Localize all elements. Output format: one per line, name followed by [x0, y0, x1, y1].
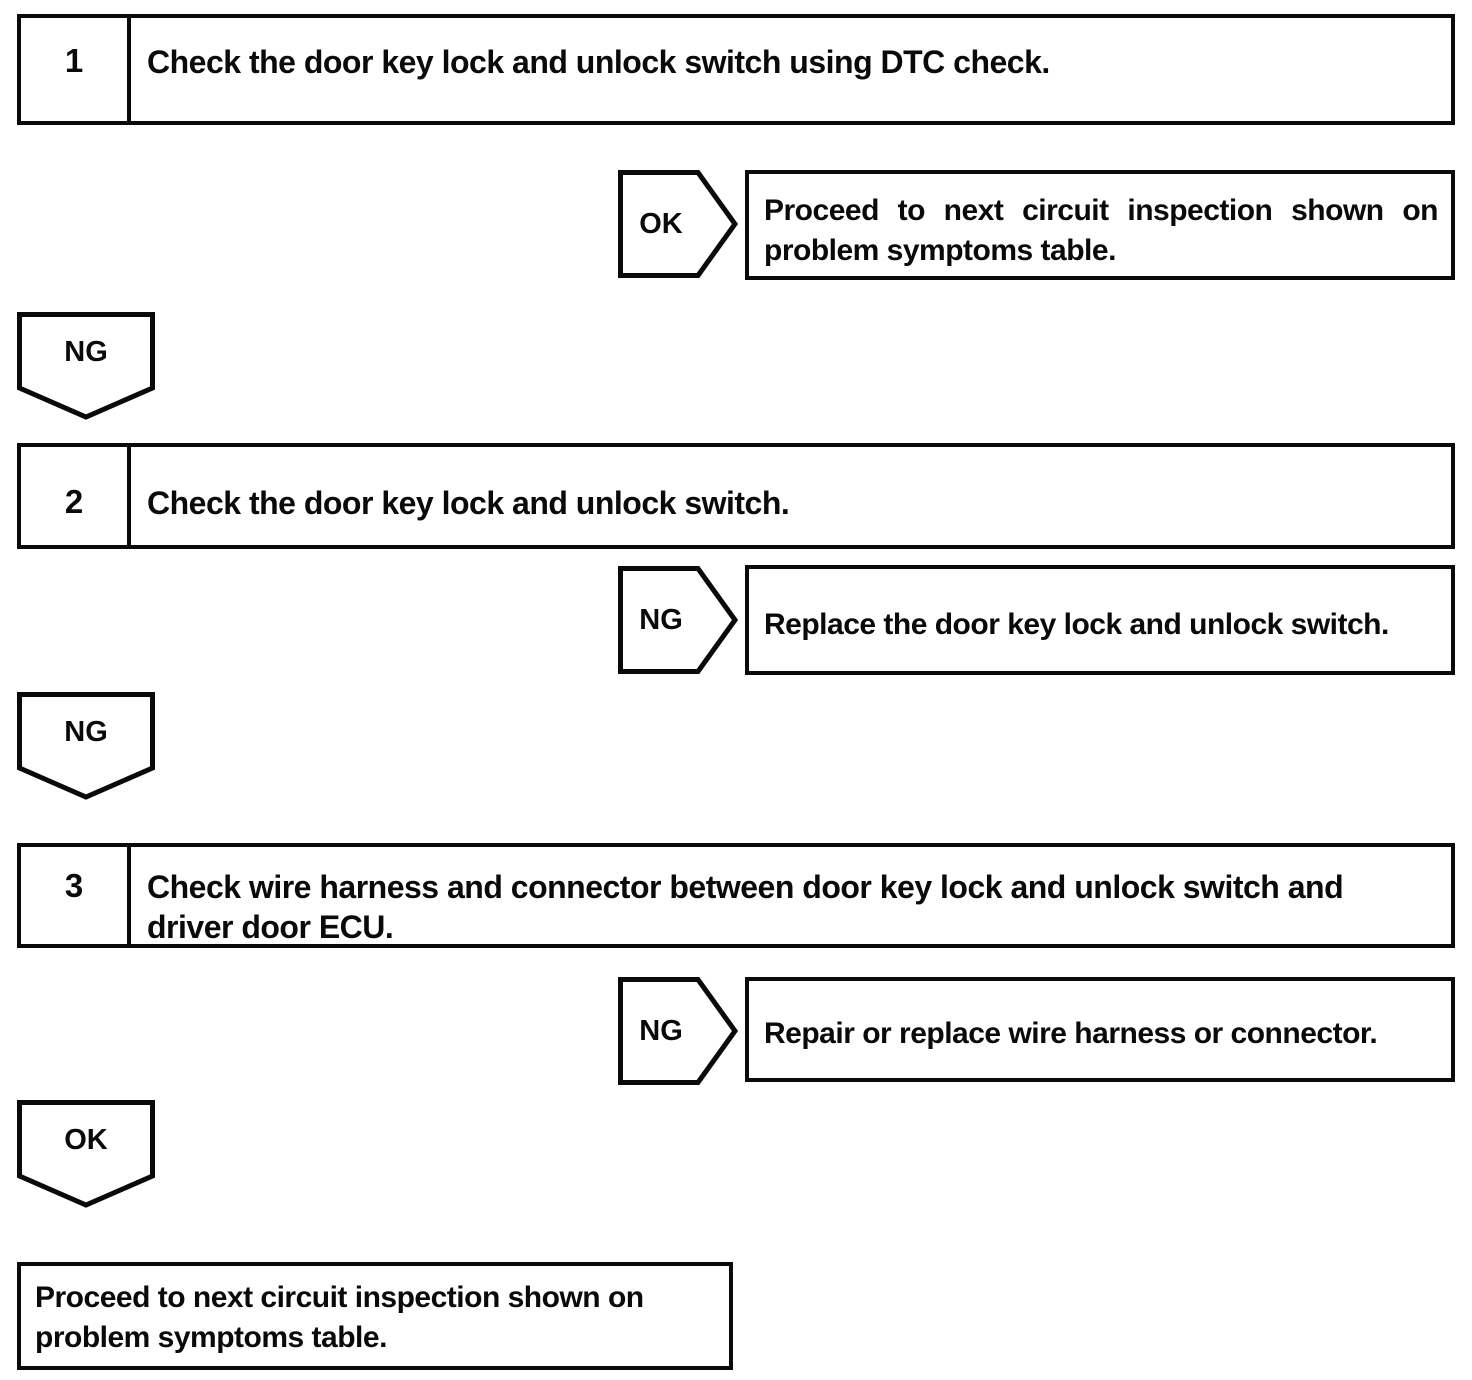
step-1-branch-label: OK [639, 207, 683, 240]
down-pentagon-icon [17, 692, 155, 800]
step-1-box: 1 Check the door key lock and unlock swi… [17, 14, 1455, 125]
step-2-result-box: Replace the door key lock and unlock swi… [745, 565, 1455, 675]
step-1-continue-arrow: NG [17, 312, 155, 420]
step-3-box: 3 Check wire harness and connector betwe… [17, 843, 1455, 948]
step-3-result-box: Repair or replace wire harness or connec… [745, 977, 1455, 1082]
step-1-branch-arrow: OK [618, 170, 738, 278]
down-pentagon-icon [17, 312, 155, 420]
step-3-number: 3 [21, 847, 131, 944]
right-pentagon-icon [618, 566, 738, 674]
step-1-number: 1 [21, 18, 131, 121]
step-3-instruction: Check wire harness and connector between… [147, 869, 1344, 946]
step-3-continue-arrow: OK [17, 1100, 155, 1208]
step-2-branch-label: NG [639, 603, 683, 636]
step-2-box: 2 Check the door key lock and unlock swi… [17, 443, 1455, 549]
step-2-instruction: Check the door key lock and unlock switc… [147, 485, 790, 521]
step-3-branch-label: NG [639, 1014, 683, 1047]
step-2-branch-arrow: NG [618, 566, 738, 674]
step-2-continue-label: NG [64, 715, 108, 748]
step-1-continue-label: NG [64, 335, 108, 368]
right-pentagon-icon [618, 170, 738, 278]
step-2-number: 2 [21, 447, 131, 545]
right-pentagon-icon [618, 977, 738, 1085]
final-result-box: Proceed to next circuit inspection shown… [17, 1262, 733, 1370]
step-3-branch-arrow: NG [618, 977, 738, 1085]
step-2-continue-arrow: NG [17, 692, 155, 800]
down-pentagon-icon [17, 1100, 155, 1208]
step-3-continue-label: OK [64, 1123, 108, 1156]
step-1-result-box: Proceed to next circuit inspection shown… [745, 170, 1455, 280]
step-1-instruction: Check the door key lock and unlock switc… [147, 44, 1050, 80]
